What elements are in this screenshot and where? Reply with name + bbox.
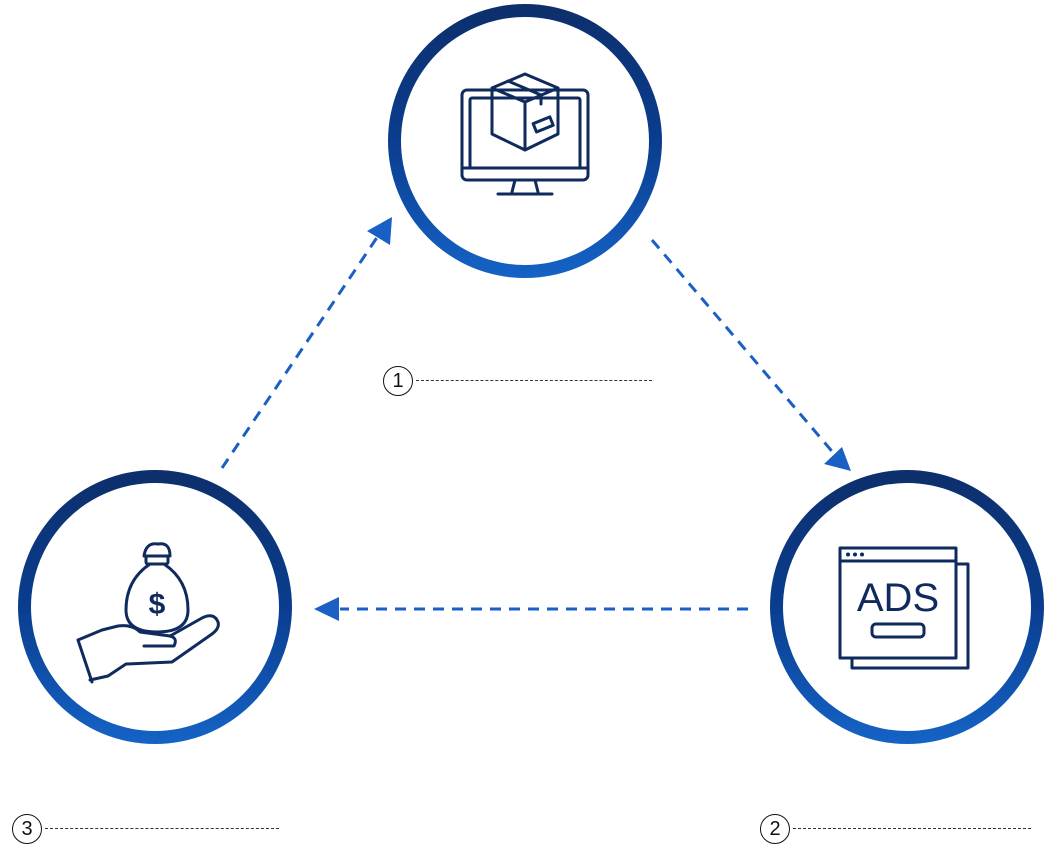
step-1-marker: 1	[383, 366, 413, 396]
arrow-top-to-right	[650, 239, 838, 457]
step-3-marker: 3	[12, 814, 42, 844]
step-2-node: ADS	[770, 470, 1044, 744]
ads-label: ADS	[857, 576, 939, 620]
arrowhead-left	[314, 597, 339, 621]
monitor-with-box-icon	[460, 72, 590, 196]
hand-holding-money-bag-icon: $	[76, 542, 220, 684]
ads-browser-window-icon: ADS	[838, 546, 970, 670]
arrowhead-right	[824, 447, 851, 471]
arrowhead-top	[367, 217, 392, 245]
arrow-left-to-top	[220, 235, 380, 469]
step-3-node: $	[18, 470, 292, 744]
step-2-marker: 2	[760, 814, 790, 844]
money-symbol: $	[149, 588, 166, 621]
step-1-node	[388, 4, 662, 278]
step-2-leader-line	[793, 828, 1031, 829]
step-3-leader-line	[45, 828, 279, 829]
step-1-leader-line	[416, 380, 652, 381]
